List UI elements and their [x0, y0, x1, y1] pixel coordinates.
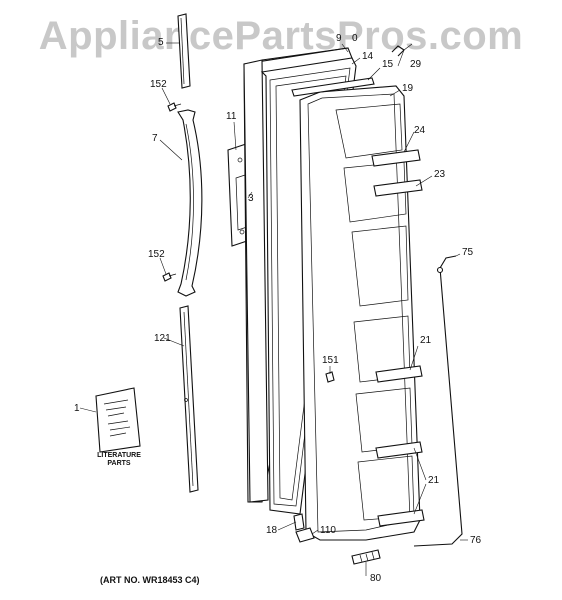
- callout-18: 18: [266, 525, 278, 536]
- door-handle-part: [177, 109, 203, 297]
- trim-strip-part: [179, 305, 199, 493]
- screw-part-upper: [167, 102, 182, 112]
- callout-1: 1: [74, 403, 80, 414]
- callout-152-upper: 152: [150, 79, 167, 90]
- callout-14: 14: [362, 51, 374, 62]
- callout-29: 29: [410, 59, 422, 70]
- literature-caption-line2: PARTS: [107, 460, 131, 467]
- watermark: AppliancePartsPros.com: [38, 14, 524, 58]
- callout-23: 23: [434, 169, 446, 180]
- literature-caption-line1: LITERATURE: [97, 452, 141, 459]
- callout-152-lower: 152: [148, 249, 165, 260]
- callout-3: 3: [248, 193, 254, 204]
- callout-9: 9: [336, 33, 342, 44]
- callout-75: 75: [462, 247, 474, 258]
- art-number: (ART NO. WR18453 C4): [100, 575, 200, 585]
- callout-151: 151: [322, 355, 339, 366]
- shelf-rail-21-upper: [375, 365, 423, 383]
- clip-part: [391, 43, 413, 57]
- shelf-rail-23: [373, 179, 423, 197]
- bolt-part: [351, 549, 381, 565]
- hinge-cap-part: [295, 527, 315, 543]
- callout-5: 5: [158, 37, 164, 48]
- shelf-rail-21-lower: [377, 509, 425, 527]
- literature-parts-booklet: [95, 387, 141, 453]
- callout-21-lower: 21: [428, 475, 440, 486]
- shelf-rail-21-mid: [375, 441, 423, 459]
- callout-7: 7: [152, 133, 158, 144]
- callout-24: 24: [414, 125, 426, 136]
- literature-caption: LITERATURE PARTS: [96, 452, 142, 468]
- door-stop-rod-part: [413, 255, 463, 547]
- callout-0: 0: [352, 33, 358, 44]
- callout-110: 110: [320, 525, 336, 536]
- hinge-pin-part: [293, 513, 305, 531]
- handle-cap-part: [177, 13, 191, 89]
- callout-80: 80: [370, 573, 382, 584]
- callout-21-upper: 21: [420, 335, 432, 346]
- top-cap-part: [291, 77, 375, 97]
- leader-lines: [79, 42, 468, 576]
- shelf-rail-24: [371, 149, 421, 167]
- callout-76: 76: [470, 535, 482, 546]
- callout-19: 19: [402, 83, 414, 94]
- screw-part-lower: [162, 272, 177, 282]
- callout-15: 15: [382, 59, 394, 70]
- callout-11: 11: [226, 111, 237, 122]
- callout-121: 121: [154, 333, 171, 344]
